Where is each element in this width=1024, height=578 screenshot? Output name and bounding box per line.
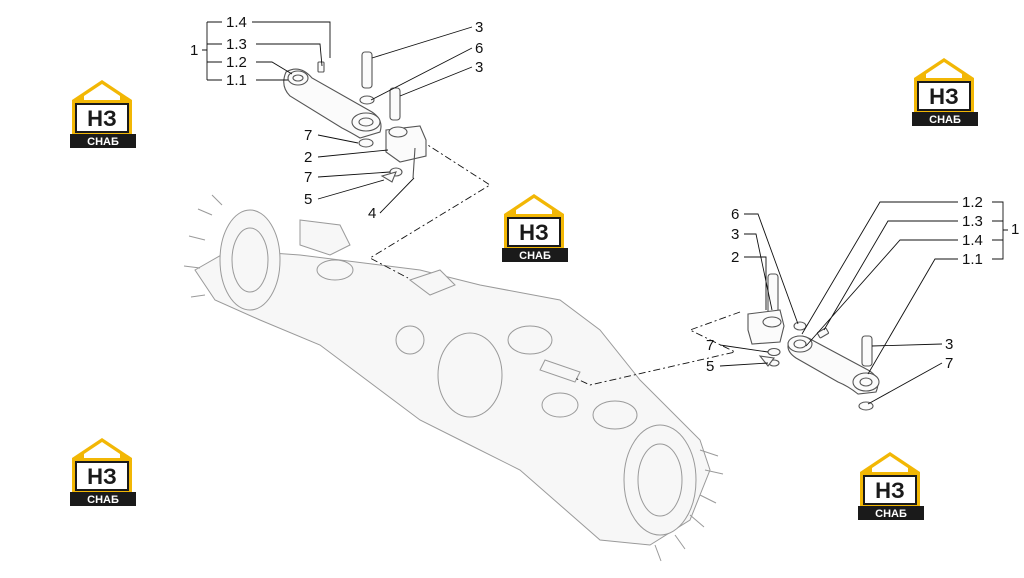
- callout-left-spacer-7a: 7: [304, 127, 312, 144]
- logo-top-right: НЗ СНАБ: [911, 57, 979, 127]
- svg-text:СНАБ: СНАБ: [875, 508, 907, 520]
- callout-left-group-1: 1: [190, 42, 198, 59]
- callout-left-pin-3b: 3: [475, 59, 483, 76]
- logo-bottom-right: НЗ СНАБ: [857, 451, 925, 521]
- svg-text:НЗ: НЗ: [875, 478, 905, 503]
- right-steering-arm-assembly: [747, 273, 880, 411]
- svg-text:НЗ: НЗ: [87, 464, 117, 489]
- callout-left-spacer-7b: 7: [304, 169, 312, 186]
- assembly-line-left: [369, 139, 491, 279]
- callout-right-spacer-7a: 7: [706, 337, 714, 354]
- callout-right-bracket-2: 2: [731, 249, 739, 266]
- callout-left-bolt-4: 4: [368, 205, 376, 222]
- callout-right-group-1: 1: [1011, 221, 1019, 238]
- logo-bottom-left: НЗ СНАБ: [69, 437, 137, 507]
- callout-right-spacer-7b: 7: [945, 355, 953, 372]
- callout-left-1-2: 1.2: [226, 54, 247, 71]
- callout-left-bracket-2: 2: [304, 149, 312, 166]
- callout-left-clip-5: 5: [304, 191, 312, 208]
- right-callouts: 1.2 1.3 1.4 1.1 1 6 3 2 7 5 3 7: [706, 194, 1019, 405]
- callout-right-washer-6: 6: [731, 206, 739, 223]
- callout-right-pin-3b: 3: [945, 336, 953, 353]
- callout-left-1-4: 1.4: [226, 14, 247, 31]
- svg-text:СНАБ: СНАБ: [87, 136, 119, 148]
- callout-left-1-1: 1.1: [226, 72, 247, 89]
- svg-text:СНАБ: СНАБ: [87, 494, 119, 506]
- callout-right-pin-3a: 3: [731, 226, 739, 243]
- svg-text:СНАБ: СНАБ: [519, 250, 551, 262]
- callout-right-clip-5: 5: [706, 358, 714, 375]
- left-steering-arm-assembly: [283, 51, 427, 183]
- callout-right-1-4: 1.4: [962, 232, 983, 249]
- svg-text:НЗ: НЗ: [87, 106, 117, 131]
- callout-left-washer-6: 6: [475, 40, 483, 57]
- logo-top-left: НЗ СНАБ: [69, 79, 137, 149]
- axle-housing: [183, 194, 724, 562]
- callout-right-1-3: 1.3: [962, 213, 983, 230]
- callout-right-1-2: 1.2: [962, 194, 983, 211]
- callout-left-pin-3a: 3: [475, 19, 483, 36]
- assembly-line-right: [574, 311, 741, 386]
- callout-right-1-1: 1.1: [962, 251, 983, 268]
- logo-center: НЗ СНАБ: [501, 193, 569, 263]
- svg-text:НЗ: НЗ: [519, 220, 549, 245]
- callout-left-1-3: 1.3: [226, 36, 247, 53]
- svg-text:НЗ: НЗ: [929, 84, 959, 109]
- left-callouts: 1 1.4 1.3 1.2 1.1 3 6 3 7 2 7 5 4: [190, 14, 483, 222]
- svg-text:СНАБ: СНАБ: [929, 114, 961, 126]
